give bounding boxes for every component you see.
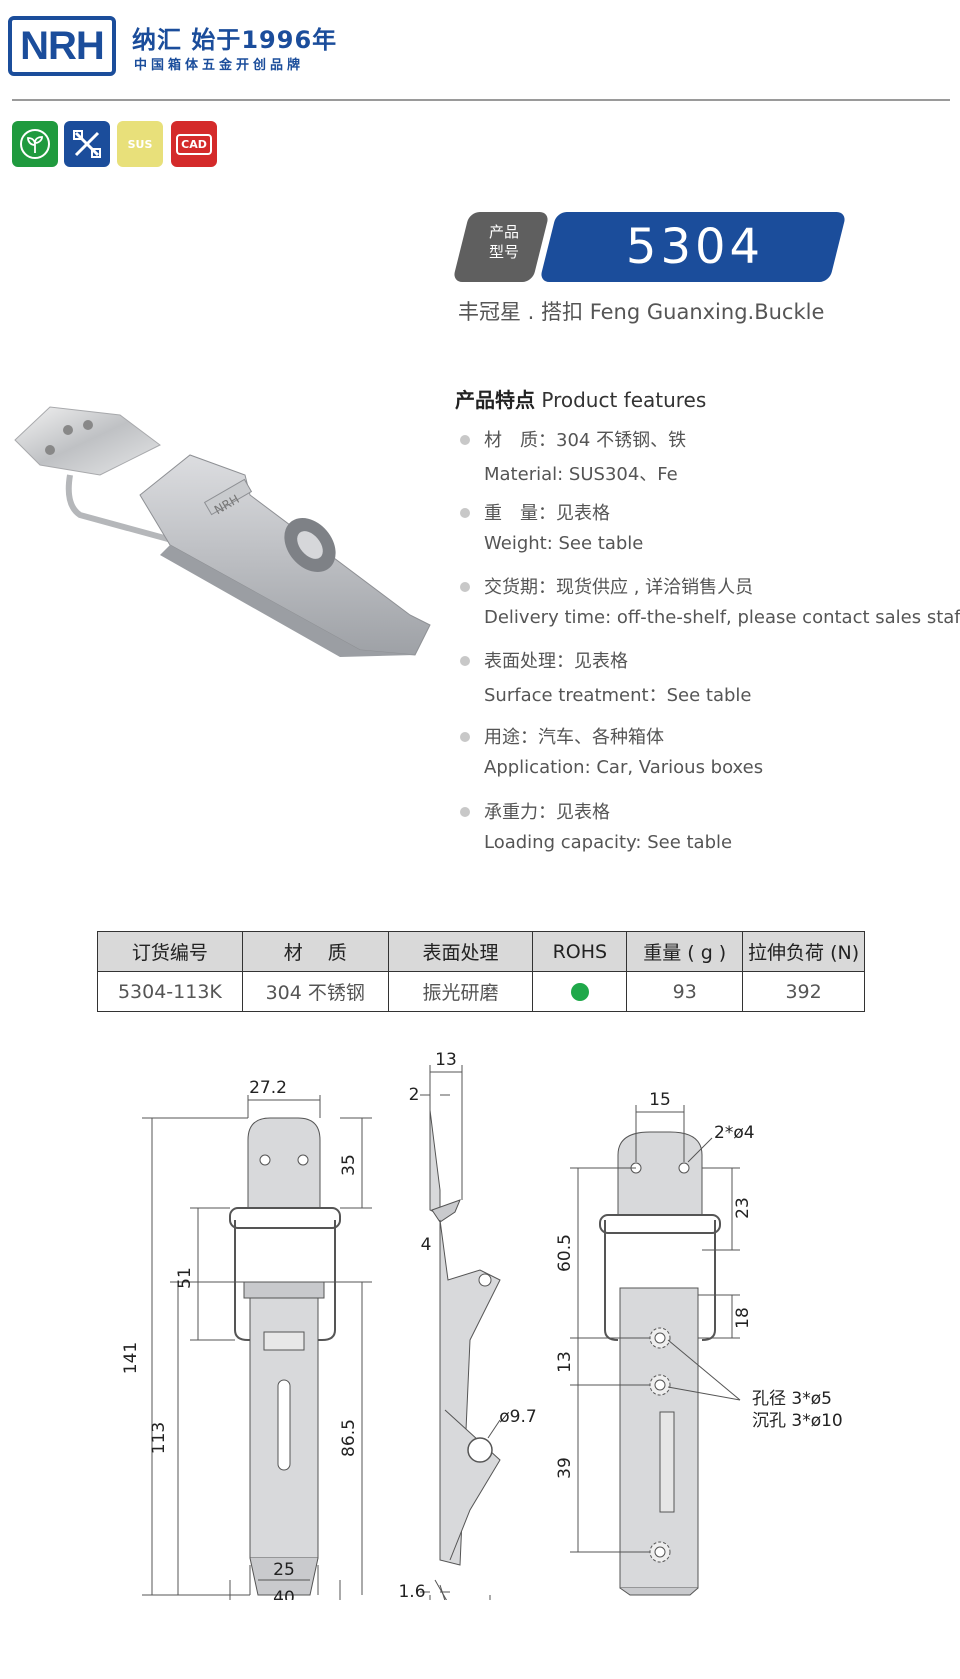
feature-en: Surface treatment：See table <box>484 685 752 706</box>
hole-note-2: 沉孔 3*ø10 <box>752 1411 843 1431</box>
bullet-icon <box>460 582 470 592</box>
model-label-line1: 产品 <box>488 223 519 241</box>
brand-tagline: 中国箱体五金开创品牌 <box>134 58 305 73</box>
feature-en: Material: SUS304、Fe <box>484 464 678 485</box>
table-row: 5304-113K 304 不锈钢 振光研磨 93 392 <box>97 971 865 1012</box>
table-cell <box>532 971 628 1012</box>
eco-leaf-icon <box>12 121 58 167</box>
model-label-line2: 型号 <box>488 243 519 261</box>
feature-cn: 用途：汽车、各种箱体 <box>484 727 664 748</box>
table-cell: 振光研磨 <box>387 971 534 1012</box>
dim-back-60-5: 60.5 <box>555 1234 575 1272</box>
product-photo: NRH <box>14 406 431 657</box>
dim-front-86-5: 86.5 <box>339 1419 359 1457</box>
table-cell: 304 不锈钢 <box>241 971 389 1012</box>
dim-back-15: 15 <box>649 1090 671 1110</box>
dim-front-51: 51 <box>175 1267 195 1289</box>
features-heading-en: Product features <box>541 388 707 412</box>
model-number: 5304 <box>625 219 765 275</box>
table-header: 订货编号 <box>97 931 243 972</box>
dim-back-13: 13 <box>555 1351 575 1373</box>
dim-back-holes: 2*ø4 <box>714 1123 755 1143</box>
rohs-status-icon <box>570 983 589 1001</box>
cad-icon: CAD <box>171 121 217 167</box>
dim-front-113: 113 <box>149 1422 169 1454</box>
dim-back-18: 18 <box>733 1307 753 1329</box>
features-heading-cn: 产品特点 <box>455 388 535 412</box>
brand-name: 纳汇 始于1996年 <box>132 26 338 54</box>
dim-front-bottom-width: 25 <box>273 1560 295 1580</box>
feature-cn: 重 量：见表格 <box>484 503 610 524</box>
dim-side-1-6: 1.6 <box>398 1582 425 1600</box>
feature-cn: 表面处理：见表格 <box>484 651 628 672</box>
bullet-icon <box>460 508 470 518</box>
cad-label: CAD <box>176 133 212 155</box>
features-heading: 产品特点 Product features <box>455 384 706 413</box>
dim-front-top-width: 27.2 <box>249 1078 287 1098</box>
header-divider <box>12 99 950 101</box>
table-cell: 5304-113K <box>97 971 243 1012</box>
sus-icon: SUS <box>117 121 163 167</box>
dim-side-thickness: 2 <box>409 1085 420 1105</box>
dim-side-23: 23 <box>449 1598 471 1600</box>
dim-front-overall-width: 40 <box>273 1588 295 1600</box>
bullet-icon <box>460 732 470 742</box>
table-header: 材 质 <box>241 931 389 972</box>
bullet-icon <box>460 807 470 817</box>
brand-logo: NRH <box>8 16 116 76</box>
technical-drawing: 27.2 35 51 141 113 86.5 25 40 13 2 4 ø9.… <box>121 1050 843 1600</box>
feature-en: Delivery time: off-the-shelf, please con… <box>484 607 960 628</box>
hole-note-1: 孔径 3*ø5 <box>752 1389 832 1409</box>
table-cell: 392 <box>742 971 865 1012</box>
feature-cn: 承重力：见表格 <box>484 802 610 823</box>
feature-cn: 交货期：现货供应 , 详洽销售人员 <box>484 577 754 598</box>
tools-icon <box>64 121 110 167</box>
dim-side-hole: ø9.7 <box>499 1407 536 1427</box>
spec-table: 订货编号 材 质 表面处理 ROHS 重量 ( g ) 拉伸负荷 (N) 530… <box>97 931 865 1012</box>
table-header: 表面处理 <box>387 931 534 972</box>
bullet-icon <box>460 656 470 666</box>
dim-front-total: 141 <box>121 1342 141 1374</box>
table-header-row: 订货编号 材 质 表面处理 ROHS 重量 ( g ) 拉伸负荷 (N) <box>97 931 865 972</box>
table-cell: 93 <box>626 971 744 1012</box>
product-subtitle: 丰冠星 . 搭扣 Feng Guanxing.Buckle <box>458 300 825 324</box>
table-header: 拉伸负荷 (N) <box>742 931 865 972</box>
feature-cn: 材 质：304 不锈钢、铁 <box>484 430 687 451</box>
dim-back-39: 39 <box>555 1457 575 1479</box>
feature-en: Loading capacity: See table <box>484 832 733 853</box>
table-header: ROHS <box>532 931 628 972</box>
dim-side-top: 13 <box>435 1050 457 1070</box>
bullet-icon <box>460 435 470 445</box>
model-label: 产品 型号 <box>484 222 524 262</box>
feature-en: Application: Car, Various boxes <box>484 757 764 778</box>
dim-side-angle: 4 <box>421 1235 432 1255</box>
dim-front-plate-height: 35 <box>339 1154 359 1176</box>
table-header: 重量 ( g ) <box>626 931 744 972</box>
feature-en: Weight: See table <box>484 533 644 554</box>
dim-back-23: 23 <box>733 1197 753 1219</box>
